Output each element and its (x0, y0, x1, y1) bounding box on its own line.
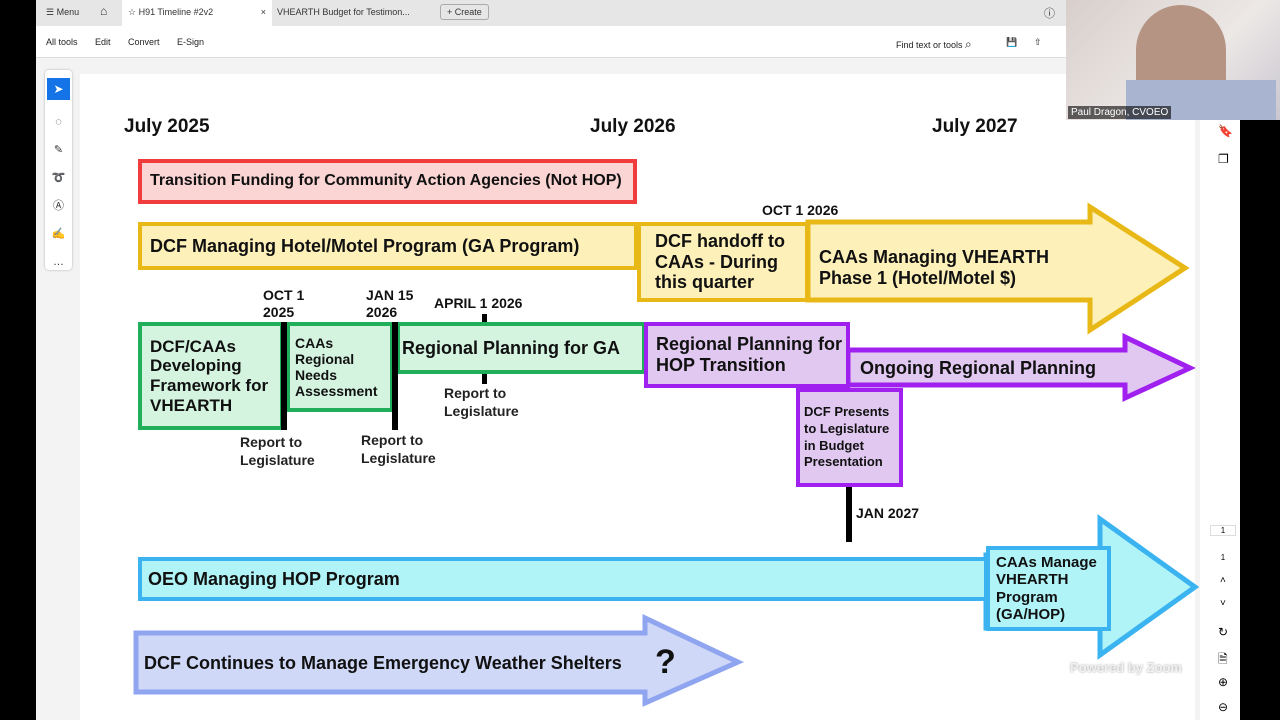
zoom-out-icon[interactable]: ⊖ (1218, 700, 1229, 714)
sign-tool-icon[interactable]: ✍ (51, 228, 66, 240)
find-label: Find text or tools (896, 40, 963, 50)
caas-vhearth-phase1-label: CAAs Managing VHEARTH Phase 1 (Hotel/Mot… (819, 247, 1050, 288)
zoom-in-icon[interactable]: ⊕ (1218, 675, 1229, 689)
participant-video: Paul Dragon, CVOEO (1066, 0, 1280, 120)
edit-menu[interactable]: Edit (95, 37, 111, 47)
tab-bar: ☰ Menu ⌂ ☆ H91 Timeline #2v2× VHEARTH Bu… (36, 0, 1066, 26)
esign-menu[interactable]: E-Sign (177, 37, 205, 47)
pen-tool-icon[interactable]: ✎ (53, 144, 64, 156)
oct-2026-label: OCT 1 2026 (762, 202, 839, 218)
page-number-current[interactable]: 1 (1210, 525, 1236, 536)
text-tool-icon[interactable]: Ⓐ (53, 200, 64, 212)
jan-2026-marker (392, 322, 398, 430)
ongoing-planning-label: Ongoing Regional Planning (860, 357, 1096, 378)
report-note-apr: Report to Legislature (444, 385, 519, 420)
jan-2026-label: JAN 15 2026 (366, 287, 414, 320)
report-note-jan: Report to Legislature (361, 432, 436, 467)
purple-arrow (845, 333, 1196, 402)
oct-2025-marker (281, 322, 287, 430)
pages-icon[interactable]: ❐ (1218, 152, 1229, 166)
more-tools-icon[interactable]: … (53, 256, 64, 268)
bookmark-icon[interactable]: 🔖 (1218, 124, 1233, 138)
participant-name: Paul Dragon, CVOEO (1068, 106, 1172, 119)
needs-assessment-box: CAAs Regional Needs Assessment (286, 322, 394, 412)
upload-icon[interactable]: ⇧ (1034, 37, 1042, 47)
emergency-shelters-label: DCF Continues to Manage Emergency Weathe… (144, 652, 622, 673)
create-label: Create (454, 7, 482, 17)
page-down-icon[interactable]: ˅ (1220, 598, 1226, 609)
caas-manage-vhearth-box: CAAs Manage VHEARTH Program (GA/HOP) (986, 546, 1111, 631)
document-icon[interactable]: 🗎 (1218, 652, 1228, 666)
all-tools-menu[interactable]: All tools (46, 37, 78, 47)
convert-menu[interactable]: Convert (128, 37, 160, 47)
tab-h91-timeline[interactable]: ☆ H91 Timeline #2v2× (122, 0, 272, 26)
create-button[interactable]: + Create (440, 4, 489, 20)
home-icon[interactable]: ⌂ (100, 4, 108, 18)
find-tools-button[interactable]: Find text or tools ⌕ (896, 37, 972, 52)
lasso-tool-icon[interactable]: ➰ (51, 172, 66, 184)
jan-2027-marker (846, 487, 852, 542)
oct-2025-label: OCT 1 2025 (263, 287, 305, 320)
hop-transition-box: Regional Planning for HOP Transition (644, 322, 850, 388)
dcf-hotel-motel-bar: DCF Managing Hotel/Motel Program (GA Pro… (138, 222, 638, 270)
page-up-icon[interactable]: ˄ (1220, 575, 1226, 586)
transition-funding-bar: Transition Funding for Community Action … (138, 159, 637, 204)
dcf-handoff-box: DCF handoff to CAAs - During this quarte… (637, 222, 809, 302)
header-july-2025: July 2025 (124, 116, 210, 137)
header-july-2026: July 2026 (590, 116, 676, 137)
select-tool-icon[interactable]: ➤ (47, 78, 70, 100)
tab-label: H91 Timeline #2v2 (138, 7, 214, 17)
apr-2026-marker (482, 314, 487, 384)
oeo-hop-bar: OEO Managing HOP Program (138, 557, 988, 601)
blue-arrow (133, 614, 745, 707)
search-icon: ⌕ (965, 37, 972, 51)
close-tab-icon[interactable]: × (260, 7, 266, 17)
menu-button[interactable]: ☰ Menu (46, 7, 80, 17)
menu-label: Menu (56, 7, 80, 17)
jan-2027-label: JAN 2027 (856, 505, 920, 521)
dcf-presents-box: DCF Presents to Legislature in Budget Pr… (796, 388, 903, 487)
header-july-2027: July 2027 (932, 116, 1018, 137)
regional-planning-ga-bar: Regional Planning for GA (396, 322, 646, 374)
rotate-icon[interactable]: ↻ (1218, 625, 1229, 639)
comment-tool-icon[interactable]: ◌ (55, 116, 62, 128)
question-mark: ? (655, 643, 676, 681)
yellow-arrow (805, 202, 1190, 335)
page-number-total: 1 (1220, 553, 1226, 562)
report-note-oct: Report to Legislature (240, 434, 315, 469)
save-icon[interactable]: 💾 (1006, 37, 1018, 47)
toolbar: All tools Edit Convert E-Sign Find text … (36, 26, 1066, 58)
framework-box: DCF/CAAs Developing Framework for VHEART… (138, 322, 284, 430)
right-panel: 🔖 ❐ 1 1 ˄ ˅ ↻ 🗎 ⊕ ⊖ (1200, 120, 1240, 720)
apr-2026-label: APRIL 1 2026 (434, 295, 523, 311)
tab-vhearth-budget[interactable]: VHEARTH Budget for Testimon... (277, 7, 410, 17)
left-tool-rail: ➤ ◌ ✎ ➰ Ⓐ ✍ … (45, 70, 72, 270)
zoom-watermark: Powered by Zoom (1070, 660, 1182, 675)
help-icon[interactable]: ⓘ (1044, 8, 1055, 20)
